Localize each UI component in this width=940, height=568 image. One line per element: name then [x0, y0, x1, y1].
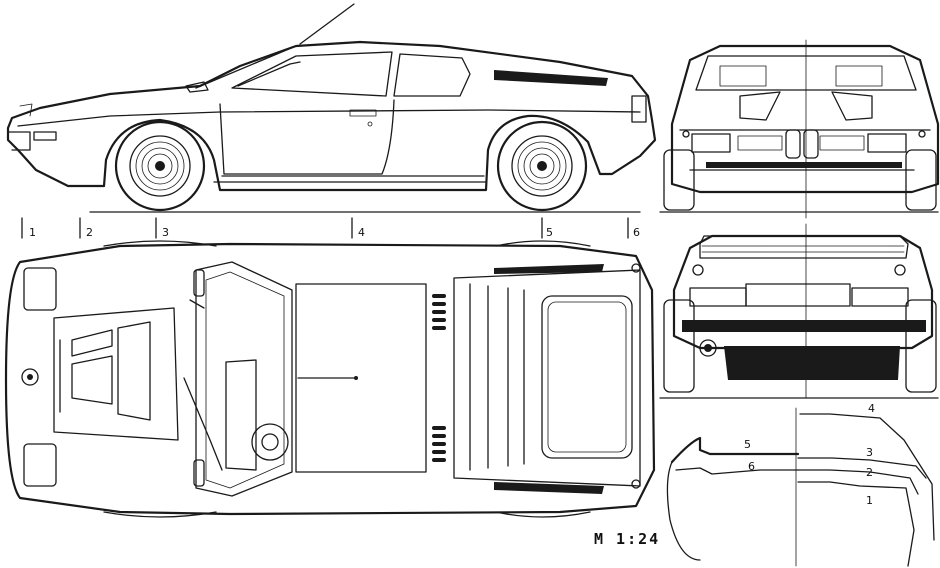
- section-label-6: 6: [748, 460, 755, 473]
- station-label-2: 2: [86, 226, 93, 239]
- front-wheel: [114, 120, 206, 212]
- station-label-6: 6: [633, 226, 640, 239]
- section-label-4: 4: [868, 402, 875, 415]
- station-label-5: 5: [546, 226, 553, 239]
- top-view: [4, 240, 656, 518]
- section-label-5: 5: [744, 438, 751, 451]
- section-label-3: 3: [866, 446, 873, 459]
- scale-label: M 1:24: [594, 530, 660, 548]
- station-markers: 1 2 3 4 5 6: [21, 217, 640, 239]
- station-label-3: 3: [162, 226, 169, 239]
- cross-sections: 5 6 4 3 2 1: [666, 402, 935, 567]
- side-engine-vents: [494, 70, 608, 86]
- rear-wheel: [496, 120, 588, 212]
- rear-view: [659, 223, 939, 399]
- front-view: [659, 39, 940, 219]
- top-vents-upper: [432, 294, 446, 330]
- kidney-grille: [785, 129, 819, 159]
- section-label-2: 2: [866, 466, 873, 479]
- top-vents-lower: [432, 426, 446, 462]
- section-label-1: 1: [866, 494, 873, 507]
- station-label-4: 4: [358, 226, 365, 239]
- station-label-1: 1: [29, 226, 36, 239]
- side-view: [6, 3, 657, 213]
